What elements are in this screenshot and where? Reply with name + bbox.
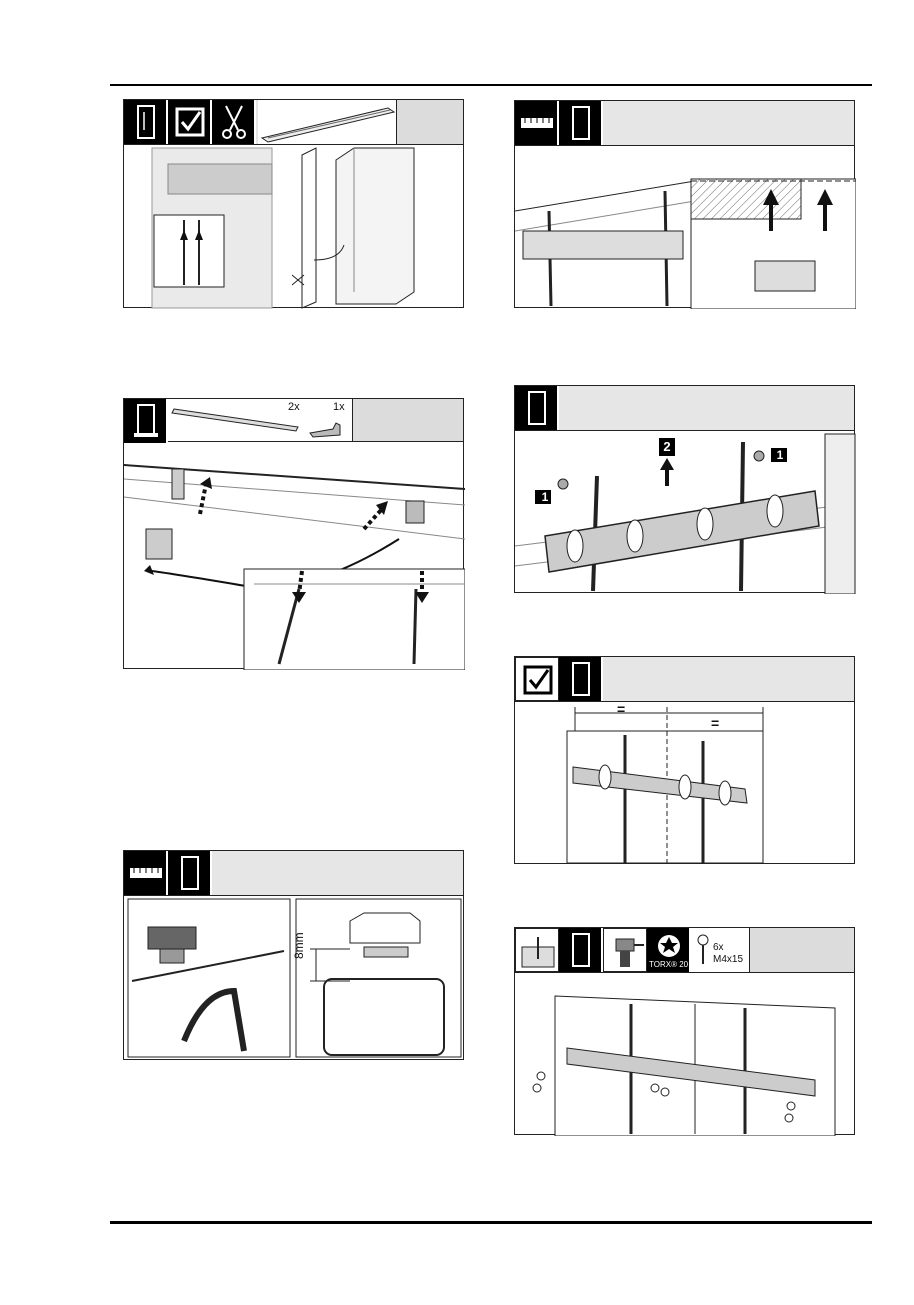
rail-clip-illustration [124,399,465,670]
footer-rule [110,1221,872,1224]
trim-strip-illustration [124,100,465,309]
step-bracket-nuts: 1 1 2 [514,385,855,593]
distance-label: 8mm [292,932,306,959]
step-measure-align [514,100,855,308]
header-rule [110,84,872,86]
center-illustration [515,657,856,865]
step-center-bracket: = = [514,656,855,864]
align-illustration [515,101,856,309]
equal-left: = [617,701,625,717]
screw-illustration [515,928,856,1136]
step-rail-clip: 2x 1x [123,398,464,669]
equal-right: = [711,715,719,731]
step-trim-strip [123,99,464,308]
marker-2: 2 [659,438,675,456]
marker-1-right: 1 [773,448,787,462]
bracket-illustration [515,386,856,594]
marker-1-left: 1 [538,490,552,504]
step-screw-bracket: TORX® 20 6x M4x15 [514,927,855,1135]
step-measure-height: 8mm [123,850,464,1060]
